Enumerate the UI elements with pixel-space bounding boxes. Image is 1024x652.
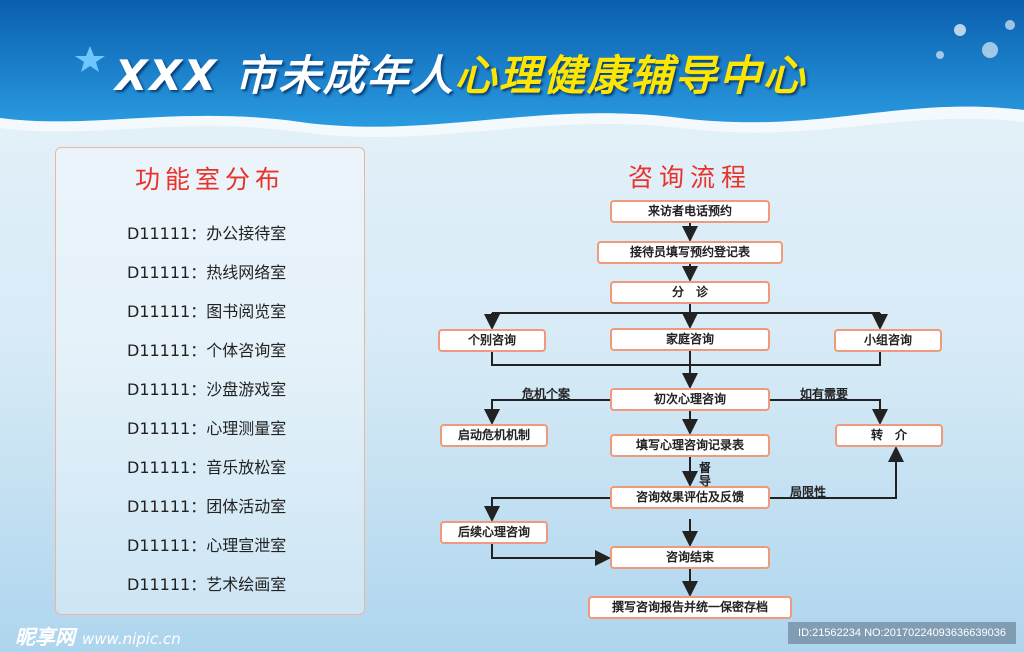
room-item: D11111：个体咨询室 xyxy=(127,341,287,360)
title-center: 心理健康辅导中心 xyxy=(454,51,807,100)
step-triage: 分 诊 xyxy=(610,281,770,304)
step-group: 小组咨询 xyxy=(834,329,942,352)
step-crisis: 启动危机机制 xyxy=(440,424,548,447)
step-individual: 个别咨询 xyxy=(438,329,546,352)
room-item: D11111：心理宣泄室 xyxy=(127,536,287,555)
room-item: D11111：图书阅览室 xyxy=(127,302,287,321)
watermark-logo: 昵享网 www.nipic.cn xyxy=(15,621,181,650)
room-item: D11111：团体活动室 xyxy=(127,497,287,516)
step-report: 撰写咨询报告并统一保密存档 xyxy=(588,596,792,619)
room-item: D11111：心理测量室 xyxy=(127,419,287,438)
watermark-id: ID:21562234 NO:20170224093636639036 xyxy=(788,622,1016,644)
label-supervise-1: 督 xyxy=(699,461,712,475)
step-evaluation: 咨询效果评估及反馈 xyxy=(610,486,770,509)
label-supervise-2: 导 xyxy=(699,474,712,488)
step-initial: 初次心理咨询 xyxy=(610,388,770,411)
room-item: D11111：办公接待室 xyxy=(127,224,287,243)
room-item: D11111：沙盘游戏室 xyxy=(127,380,287,399)
title-city: XXX 市未成年人 xyxy=(115,51,455,100)
step-end: 咨询结束 xyxy=(610,546,770,569)
watermark-url: www.nipic.cn xyxy=(81,630,181,648)
step-registration: 接待员填写预约登记表 xyxy=(597,241,783,264)
label-need: 如有需要 xyxy=(800,387,849,401)
room-item: D11111：热线网络室 xyxy=(127,263,287,282)
header-banner xyxy=(0,0,1024,137)
step-followup: 后续心理咨询 xyxy=(440,521,548,544)
watermark-logo-text: 昵享网 xyxy=(15,625,75,649)
step-referral: 转 介 xyxy=(835,424,943,447)
room-item: D11111：艺术绘画室 xyxy=(127,575,287,594)
flow-title: 咨询流程 xyxy=(627,163,752,192)
rooms-title: 功能室分布 xyxy=(134,165,285,194)
step-phone-appointment: 来访者电话预约 xyxy=(610,200,770,223)
star-icon xyxy=(75,46,105,72)
room-item: D11111：音乐放松室 xyxy=(127,458,287,477)
page-title: XXX 市未成年人心理健康辅导中心 xyxy=(115,42,807,103)
step-record: 填写心理咨询记录表 xyxy=(610,434,770,457)
rooms-panel xyxy=(55,147,365,615)
label-crisis: 危机个案 xyxy=(522,387,571,401)
label-limit: 局限性 xyxy=(790,485,827,499)
step-family: 家庭咨询 xyxy=(610,328,770,351)
